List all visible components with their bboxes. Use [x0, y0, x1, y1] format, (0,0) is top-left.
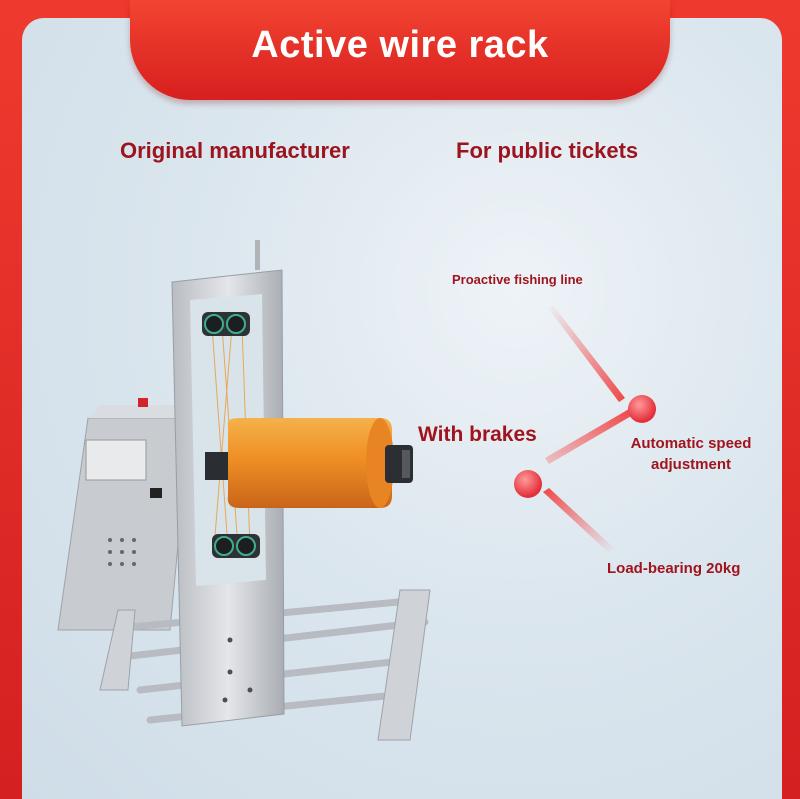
annotation-graphics — [514, 304, 656, 552]
label-speed-line2: adjustment — [650, 456, 731, 473]
motor-box — [57, 398, 200, 631]
label-speed-adjustment: Automatic speed adjustment — [616, 433, 766, 475]
label-speed-line1: Automatic speed — [630, 435, 752, 452]
title-banner — [130, 0, 670, 100]
subtitle-tickets: For public tickets — [456, 138, 639, 163]
label-brakes: With brakes — [418, 423, 537, 446]
label-fishing-line: Proactive fishing line — [452, 272, 583, 287]
subtitle-manufacturer: Original manufacturer — [120, 138, 350, 163]
emergency-stop-icon — [138, 398, 148, 407]
bottom-pulley — [212, 534, 260, 558]
thread-spool — [205, 418, 413, 508]
label-load-bearing: Load-bearing 20kg — [607, 560, 741, 577]
marker-dot-lower — [514, 470, 542, 498]
top-pulley — [202, 312, 250, 336]
page-title: Active wire rack — [251, 24, 549, 66]
marker-dot-upper — [628, 395, 656, 423]
